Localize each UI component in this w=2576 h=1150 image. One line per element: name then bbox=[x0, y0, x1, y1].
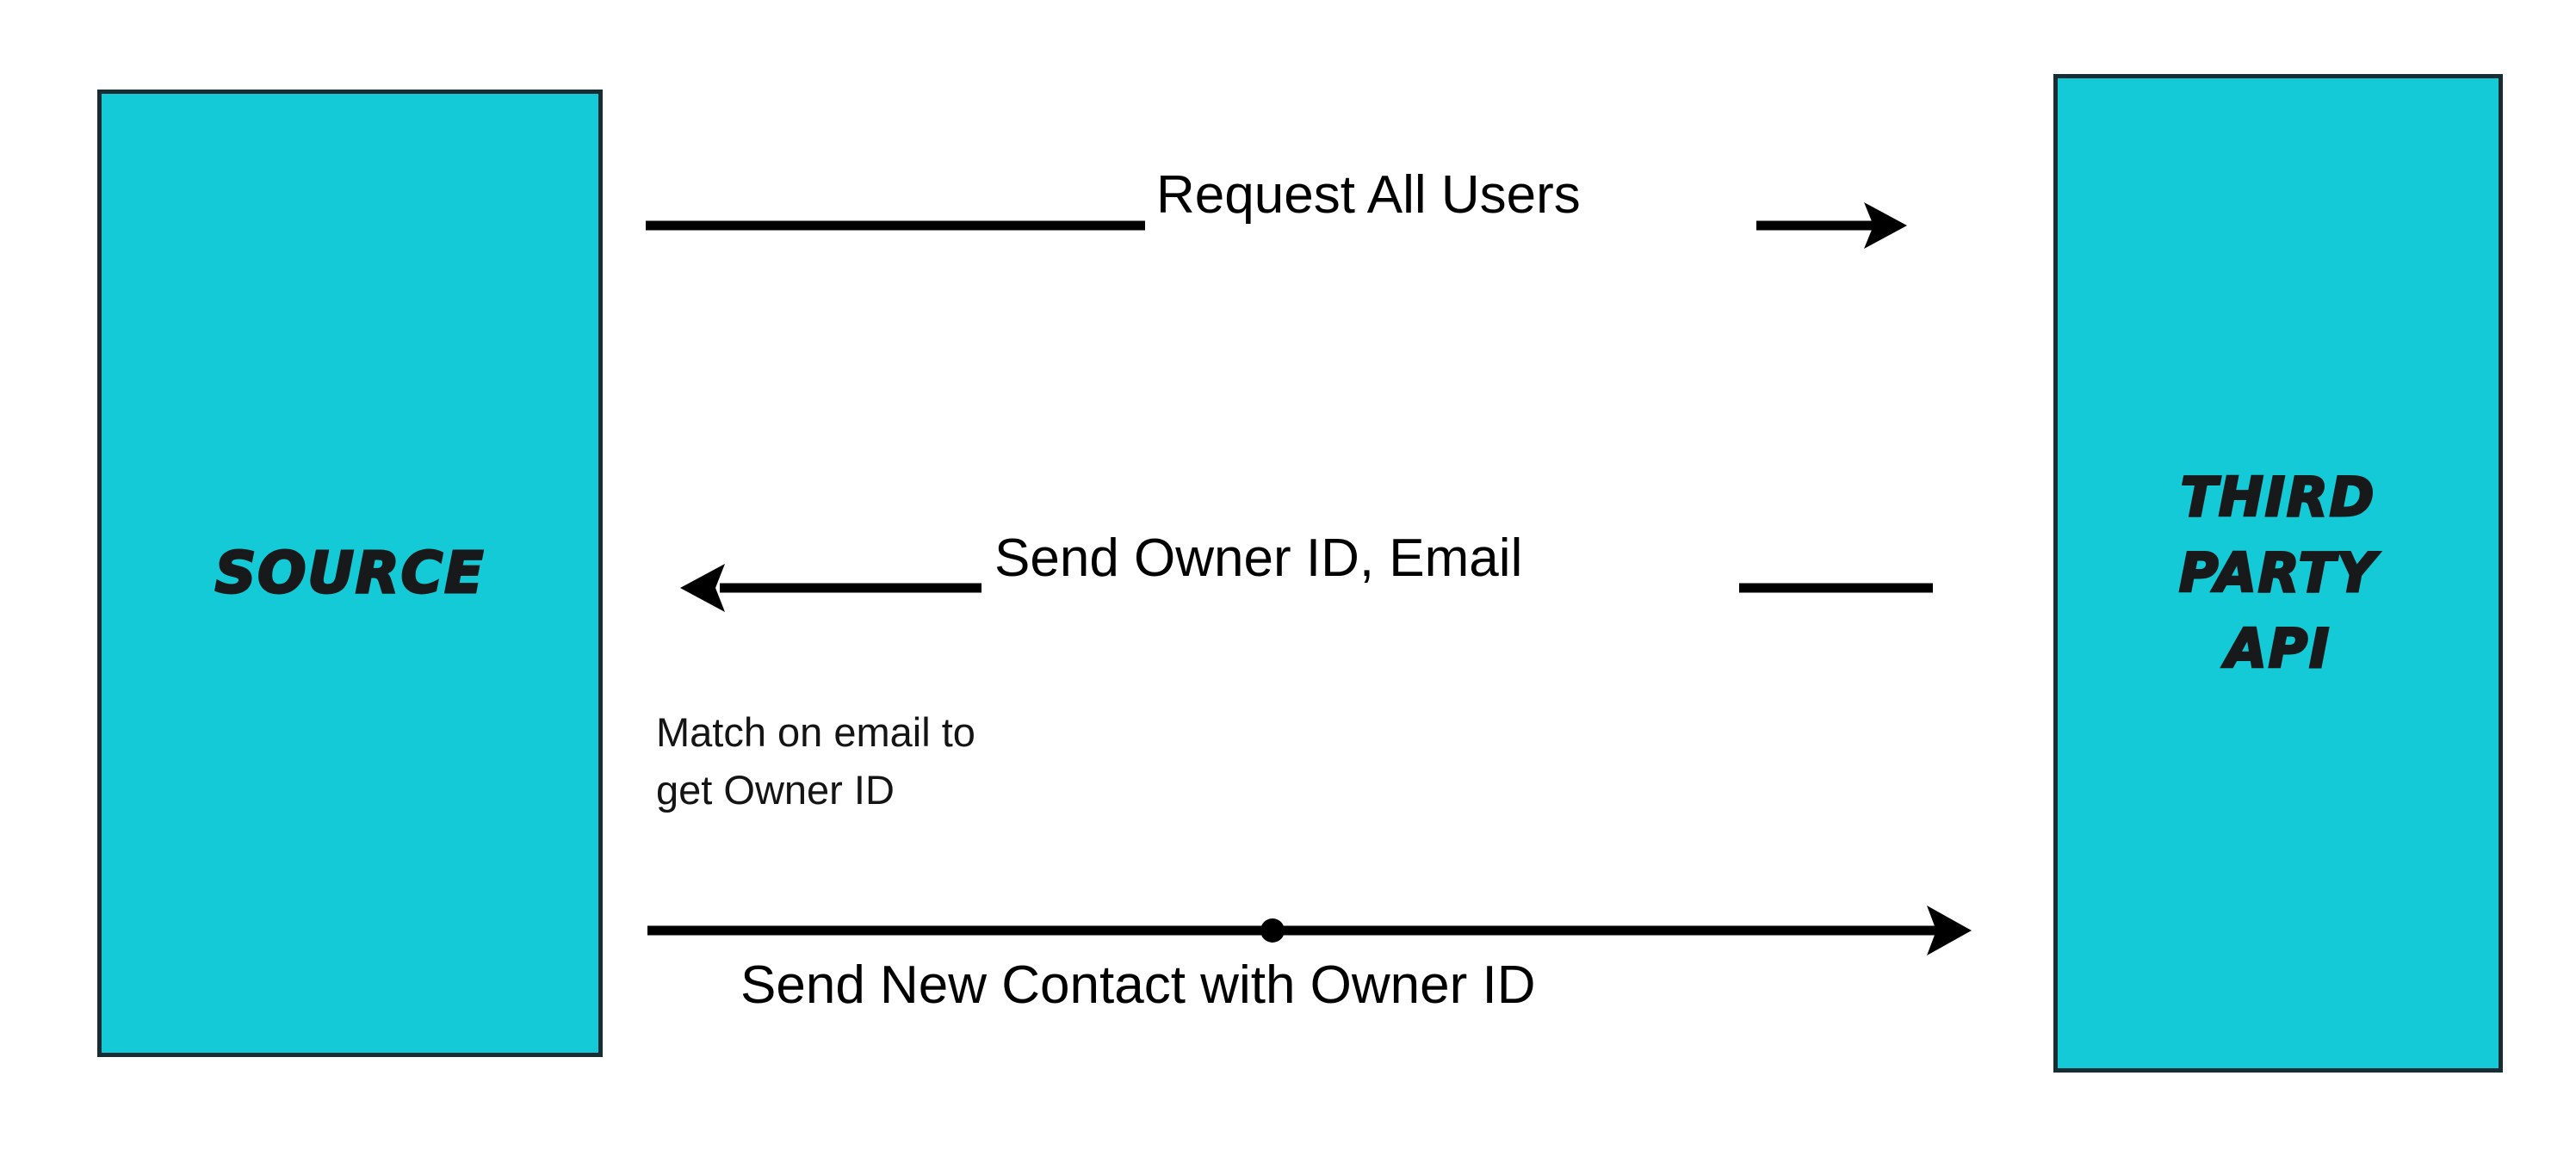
message-label-send-new-contact: Send New Contact with Owner ID bbox=[740, 955, 1536, 1015]
note-match-on-email-line-2: get Owner ID bbox=[656, 766, 895, 813]
entity-label-source-line-1: SOURCE bbox=[214, 539, 486, 608]
message-label-request-all-users: Request All Users bbox=[1156, 165, 1581, 225]
note-match-on-email: Match on email to get Owner ID bbox=[656, 704, 975, 819]
note-match-on-email-line-1: Match on email to bbox=[656, 709, 975, 755]
arrowhead-right-icon bbox=[1864, 202, 1907, 249]
arrowhead-right-icon bbox=[1927, 906, 1972, 955]
arrowhead-left-icon bbox=[680, 564, 725, 612]
entity-label-source: SOURCE bbox=[214, 533, 486, 614]
entity-box-source[interactable]: SOURCE bbox=[97, 90, 603, 1057]
entity-label-third-party-api: Third Party API bbox=[2178, 460, 2377, 687]
message-label-send-owner-id-email: Send Owner ID, Email bbox=[994, 529, 1523, 588]
entity-box-third-party-api[interactable]: Third Party API bbox=[2053, 74, 2503, 1073]
midpoint-dot-marker-icon bbox=[1260, 918, 1285, 943]
entity-label-third-party-api-line-1: Third bbox=[2179, 464, 2376, 529]
entity-label-third-party-api-line-2: Party bbox=[2178, 540, 2377, 605]
entity-label-third-party-api-line-3: API bbox=[2224, 616, 2331, 682]
